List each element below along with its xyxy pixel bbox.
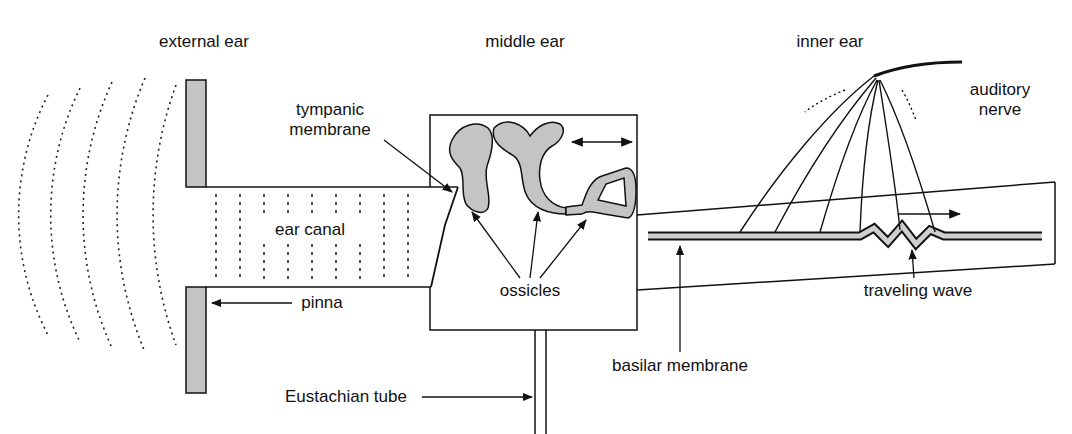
wavefront-stroke xyxy=(239,194,241,282)
eustachian-tube xyxy=(535,330,546,434)
wavefront-stroke xyxy=(287,244,289,282)
basilar-membrane-fill xyxy=(648,226,1042,244)
wavefront-stroke xyxy=(311,244,313,282)
wavefront-stroke xyxy=(311,194,313,216)
sound-waves xyxy=(19,78,176,352)
wavefront-stroke xyxy=(335,194,337,216)
leader-lines xyxy=(212,140,914,397)
part-label: Eustachian tube xyxy=(285,387,407,407)
canal-wavefronts xyxy=(216,194,408,282)
middle-ear-box xyxy=(430,115,637,330)
region-label: inner ear xyxy=(796,32,863,52)
part-label: pinna xyxy=(301,293,343,313)
part-label: ear canal xyxy=(275,220,345,240)
part-label: basilar membrane xyxy=(612,356,748,376)
ear-canal xyxy=(206,187,458,287)
wavefront-stroke xyxy=(287,194,289,216)
wavefront-stroke xyxy=(359,194,361,216)
stapes-motion-arrow xyxy=(572,141,632,143)
part-label: auditory nerve xyxy=(958,80,1042,120)
auditory-nerve xyxy=(740,62,962,232)
wavefront-stroke xyxy=(335,244,337,282)
pinna-upper xyxy=(186,80,206,187)
part-label: traveling wave xyxy=(864,281,973,301)
region-label: middle ear xyxy=(485,32,564,52)
wavefront-stroke xyxy=(383,194,385,282)
wavefront-stroke xyxy=(359,244,361,282)
pinna-lower xyxy=(186,287,206,393)
cochlea-outline xyxy=(637,182,1055,290)
part-label: tympanic membrane xyxy=(278,100,382,140)
wavefront-stroke xyxy=(215,194,217,282)
part-label: ossicles xyxy=(500,281,560,301)
wavefront-stroke xyxy=(263,244,265,282)
region-label: external ear xyxy=(159,32,249,52)
basilar-membrane xyxy=(648,226,1042,244)
ossicles xyxy=(450,122,636,218)
wavefront-stroke xyxy=(263,194,265,216)
tympanic-membrane xyxy=(431,187,458,287)
wavefront-stroke xyxy=(407,194,409,282)
